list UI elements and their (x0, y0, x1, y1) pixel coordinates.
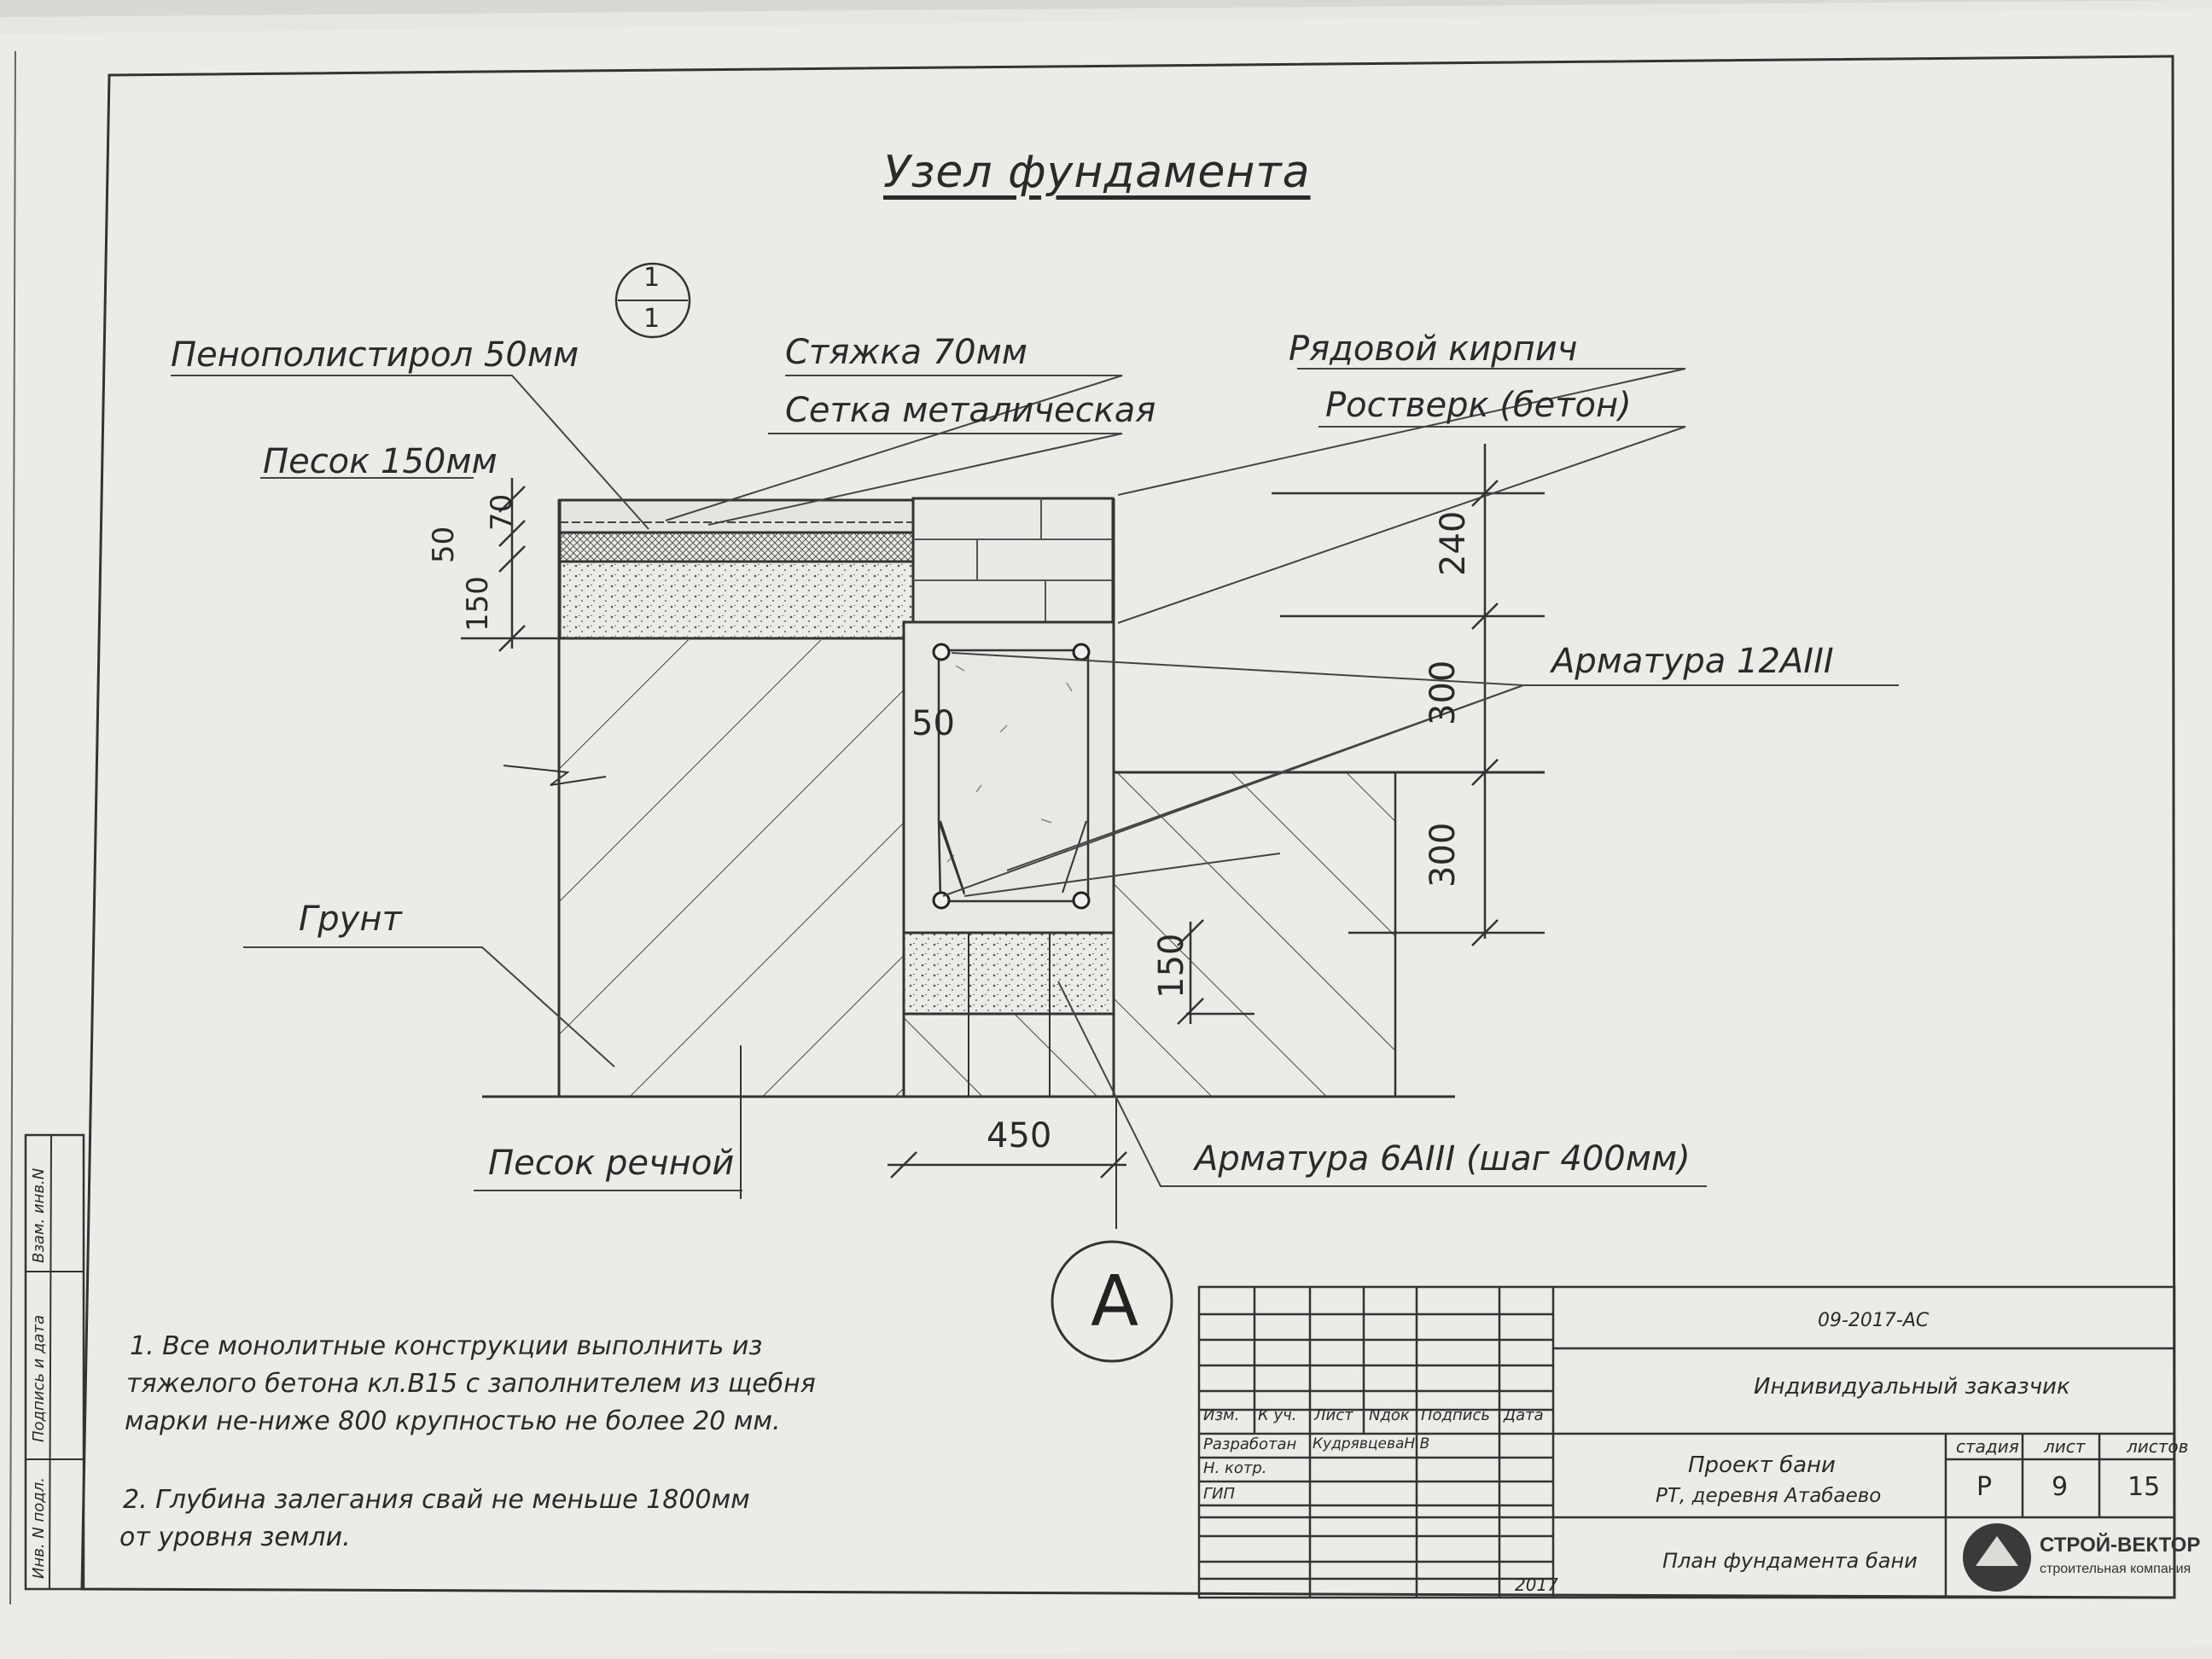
side-stamp-frame (24, 1133, 85, 1591)
label-rostverk: Ростверк (бетон) (1325, 386, 1632, 425)
side-stamp-col (49, 1134, 52, 1590)
ground-hatch-left (559, 640, 904, 1097)
frame-left-outer (9, 50, 16, 1605)
note-line-4: 2. Глубина залегания свай не меньше 1800… (123, 1485, 750, 1515)
sand-layer (558, 560, 915, 640)
label-styazhka: Стяжка 70мм (785, 333, 1027, 372)
dim-150-right: 150 (1152, 933, 1191, 998)
tb-role-dev: Разработан (1203, 1435, 1297, 1453)
tb-sheet: 9 (2052, 1472, 2069, 1502)
tb-sheet-header: лист (2044, 1436, 2086, 1457)
tb-project: Проект бани (1688, 1452, 1836, 1478)
tb-location: РТ, деревня Атабаево (1656, 1485, 1882, 1507)
label-setka: Сетка металическая (785, 391, 1156, 430)
tb-h-kuch: К уч. (1258, 1406, 1297, 1424)
side-stamp-inv: Инв. N подл. (30, 1477, 48, 1579)
rebar-bottom-right (1072, 891, 1091, 910)
leaders (171, 368, 1899, 1191)
stirrup-hook-r (1062, 820, 1087, 894)
brick-wall (911, 497, 1115, 624)
label-pesok: Песок 150мм (263, 442, 498, 481)
rebar-top-left (932, 643, 951, 661)
label-pesok-rechnoy: Песок речной (488, 1144, 735, 1183)
tb-year: 2017 (1515, 1575, 1558, 1595)
company-logo-mark (1976, 1536, 2018, 1566)
dim-150-left: 150 (461, 576, 495, 632)
stirrup-hook-l (940, 820, 965, 894)
dim-450: 450 (987, 1116, 1052, 1155)
rebar-bottom-left (932, 891, 951, 910)
note-line-3: марки не-ниже 800 крупностью не более 20… (125, 1406, 781, 1436)
dim-50-inner: 50 (911, 704, 955, 743)
dim-300-a: 300 (1423, 660, 1463, 725)
tb-stage: Р (1976, 1472, 1993, 1502)
tb-h-ndok: Nдок (1369, 1406, 1410, 1424)
side-stamp-vzam: Взам. инв.N (30, 1167, 48, 1263)
note-line-5: от уровня земли. (119, 1522, 351, 1552)
dims-left (461, 478, 560, 652)
break-mark (503, 765, 607, 786)
axis-letter: А (1091, 1261, 1139, 1342)
section-marker-top: 1 (643, 263, 661, 293)
company-name: СТРОЙ-ВЕКТОР (2040, 1534, 2201, 1557)
tb-stage-header: стадия (1956, 1436, 2019, 1457)
axis-bubble (1051, 1240, 1173, 1363)
tb-code: 09-2017-АС (1818, 1310, 1930, 1331)
dim-300-b: 300 (1423, 822, 1463, 888)
title-block-grid (1197, 1285, 2176, 1599)
tb-dev-name: КудрявцеваН.В (1313, 1435, 1430, 1452)
company-subtitle: строительная компания (2040, 1562, 2192, 1576)
dims-right (1144, 444, 1545, 1025)
rebar-top-right (1072, 643, 1091, 661)
tb-h-izm: Изм. (1203, 1406, 1240, 1424)
note-line-1: 1. Все монолитные конструкции выполнить … (130, 1331, 763, 1361)
tb-h-podpis: Подпись (1421, 1406, 1490, 1424)
section-marker-bottom: 1 (643, 304, 661, 334)
label-ryadovoy: Рядовой кирпич (1289, 329, 1578, 369)
tb-sheets-header: листов (2127, 1436, 2189, 1457)
tb-h-data: Дата (1504, 1406, 1544, 1424)
sand-pad (902, 931, 1115, 1016)
drawing-title: Узел фундамента (883, 147, 1311, 198)
tb-role-nkontr: Н. котр. (1203, 1459, 1267, 1477)
section-marker (614, 262, 691, 339)
tb-role-gip: ГИП (1203, 1485, 1236, 1503)
label-penopolistirol: Пенополистирол 50мм (171, 335, 579, 375)
brick-joints (913, 498, 1113, 622)
side-stamp-podpis: Подпись и дата (30, 1314, 48, 1442)
tb-h-list: Лист (1314, 1406, 1353, 1424)
tb-customer: Индивидуальный заказчик (1754, 1374, 2070, 1400)
ground-hatch-under (904, 1014, 1114, 1097)
grillage (902, 620, 1115, 934)
tb-sheets: 15 (2128, 1472, 2161, 1502)
screed-layer (558, 498, 915, 534)
dim-50-left: 50 (427, 526, 461, 563)
dim-240: 240 (1434, 510, 1473, 576)
label-armatura6: Арматура 6AIII (шаг 400мм) (1195, 1139, 1691, 1179)
dims-bottom (888, 1151, 1127, 1179)
concrete-marks (946, 665, 1073, 863)
dim-70: 70 (485, 493, 519, 531)
note-line-2: тяжелого бетона кл.В15 с заполнителем из… (126, 1369, 816, 1399)
label-armatura12: Арматура 12AIII (1551, 642, 1834, 681)
label-grunt: Грунт (299, 899, 402, 939)
tb-sheet-title: План фундамента бани (1662, 1549, 1918, 1573)
insulation-layer (558, 531, 915, 563)
ground-hatch-right (1114, 772, 1395, 1097)
